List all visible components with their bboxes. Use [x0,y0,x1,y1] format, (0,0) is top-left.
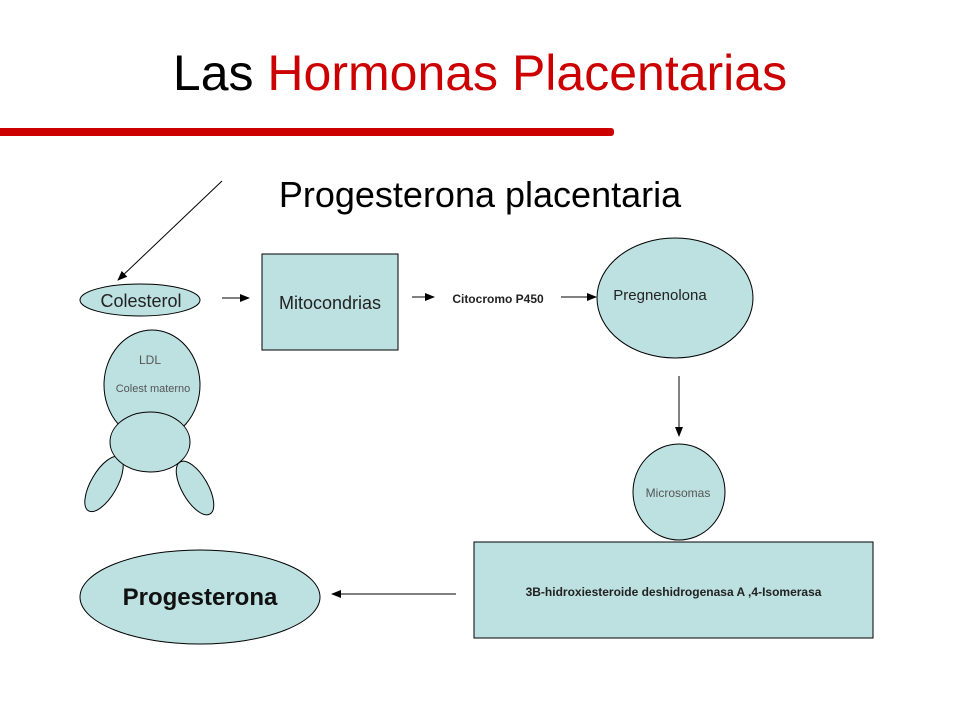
ldl-right-lobe [175,460,215,516]
colesterol-ellipse [79,283,201,317]
ldl-label: LDL [138,353,161,367]
colest-materno-label: Colest materno [115,383,191,395]
title-part-1: Las [172,45,254,101]
slide-title: Las Hormonas Placentarias [0,38,960,108]
progesterona-label: Progesterona [122,584,278,611]
ldl-head-ellipse [109,411,191,473]
enzima-label: 3B-hidroxiesteroide deshidrogenasa A ,4-… [525,585,822,599]
pregnenolona-ellipse [596,237,754,359]
mitocondrias-box [261,253,399,351]
enzima-box [473,541,874,639]
citocromo-label: Citocromo P450 [452,292,544,306]
subtitle: Progesterona placentaria [278,174,682,215]
arrow-to-colesterol [117,180,223,281]
title-part-2: Hormonas Placentarias [267,45,788,101]
title-underline [0,128,614,136]
mitocondrias-label: Mitocondrias [278,293,382,313]
pregnenolona-label: Pregnenolona [613,287,707,304]
progesterona-ellipse [79,549,321,645]
microsomas-label: Microsomas [645,486,711,500]
colesterol-label: Colesterol [100,291,182,311]
microsomas-circle [632,443,726,541]
